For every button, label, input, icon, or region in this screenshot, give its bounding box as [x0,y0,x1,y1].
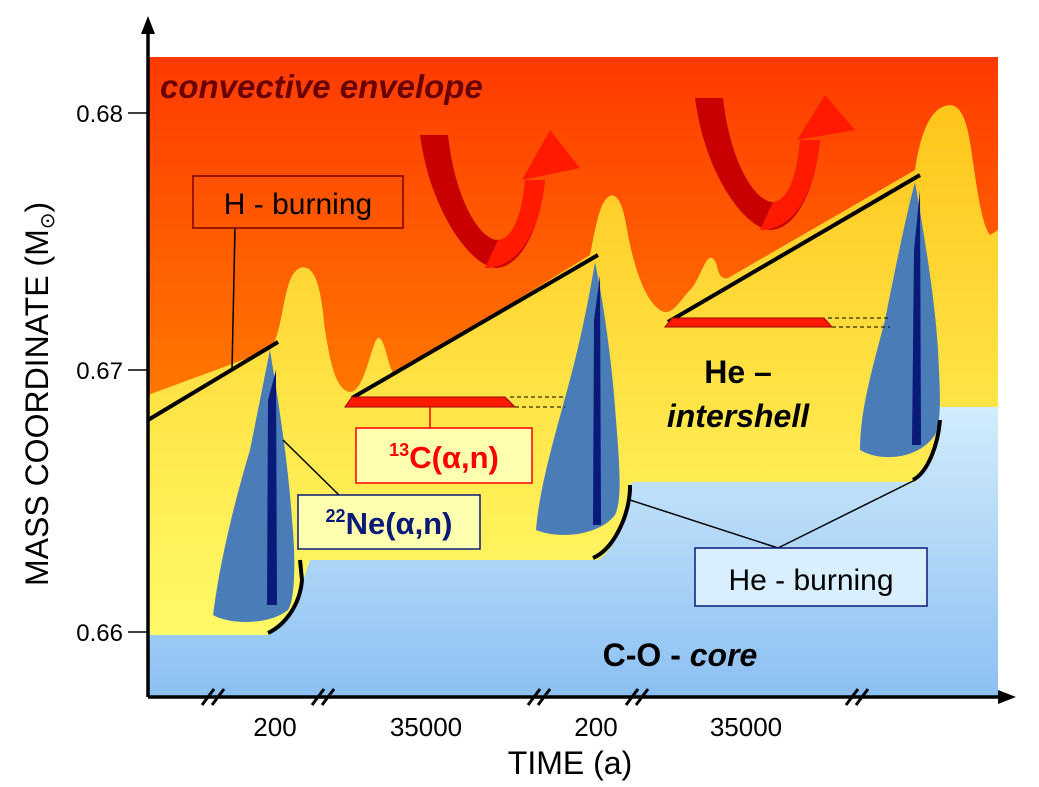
y-ticks [128,112,148,633]
dredge-up-arrows [420,95,855,268]
h-shell-line-3 [666,173,922,324]
c13-callout: 13C(α,n) [355,407,533,484]
c13-label: 13C(α,n) [389,440,499,475]
h-shell-line-2 [350,253,600,400]
x-axis-label: TIME (a) [508,745,632,781]
pulse-zone-3-core [912,190,921,445]
h-burning-shells [146,173,922,422]
h-shell-line-1 [146,340,280,422]
dredge-up-arrow-2 [695,95,855,230]
y-tick-066: 0.66 [76,620,123,647]
co-core-region [148,407,998,697]
c13-pocket-1 [344,396,517,408]
he-shell-step-1 [267,559,305,635]
x-segment-label-3: 200 [574,712,617,742]
he-shell-step-3 [911,419,942,482]
h-burning-callout: H - burning [192,175,404,371]
he-burning-shells [267,419,942,635]
c13-pockets [344,317,890,408]
y-axis-label: MASS COORDINATE (M⊙) [19,202,59,586]
dredge-up-arrow-1 [420,130,580,268]
pulse-zones [213,182,940,622]
axes [141,16,1016,704]
co-core-label: C-O - core [603,637,758,673]
x-segment-label-2: 35000 [390,712,462,742]
c13-pocket-2 [663,317,834,328]
intershell-label-line1: He – [704,354,772,390]
he-shell-step-2 [592,485,632,560]
ne22-label: 22Ne(α,n) [326,506,453,541]
he-burning-callout: He - burning [629,479,928,607]
y-tick-067: 0.67 [76,358,123,385]
pulse-zone-1-core [267,370,277,605]
envelope-label: convective envelope [160,68,483,105]
he-burning-label: He - burning [728,564,893,597]
ne22-callout: 22Ne(α,n) [282,439,481,550]
x-segment-label-4: 35000 [710,712,782,742]
intershell-label-line2: intershell [667,398,810,434]
pulse-zone-2-core [593,275,601,525]
x-segment-label-1: 200 [253,712,296,742]
h-burning-label: H - burning [224,188,372,221]
y-tick-068: 0.68 [76,101,123,128]
x-axis-breaks [200,688,870,706]
